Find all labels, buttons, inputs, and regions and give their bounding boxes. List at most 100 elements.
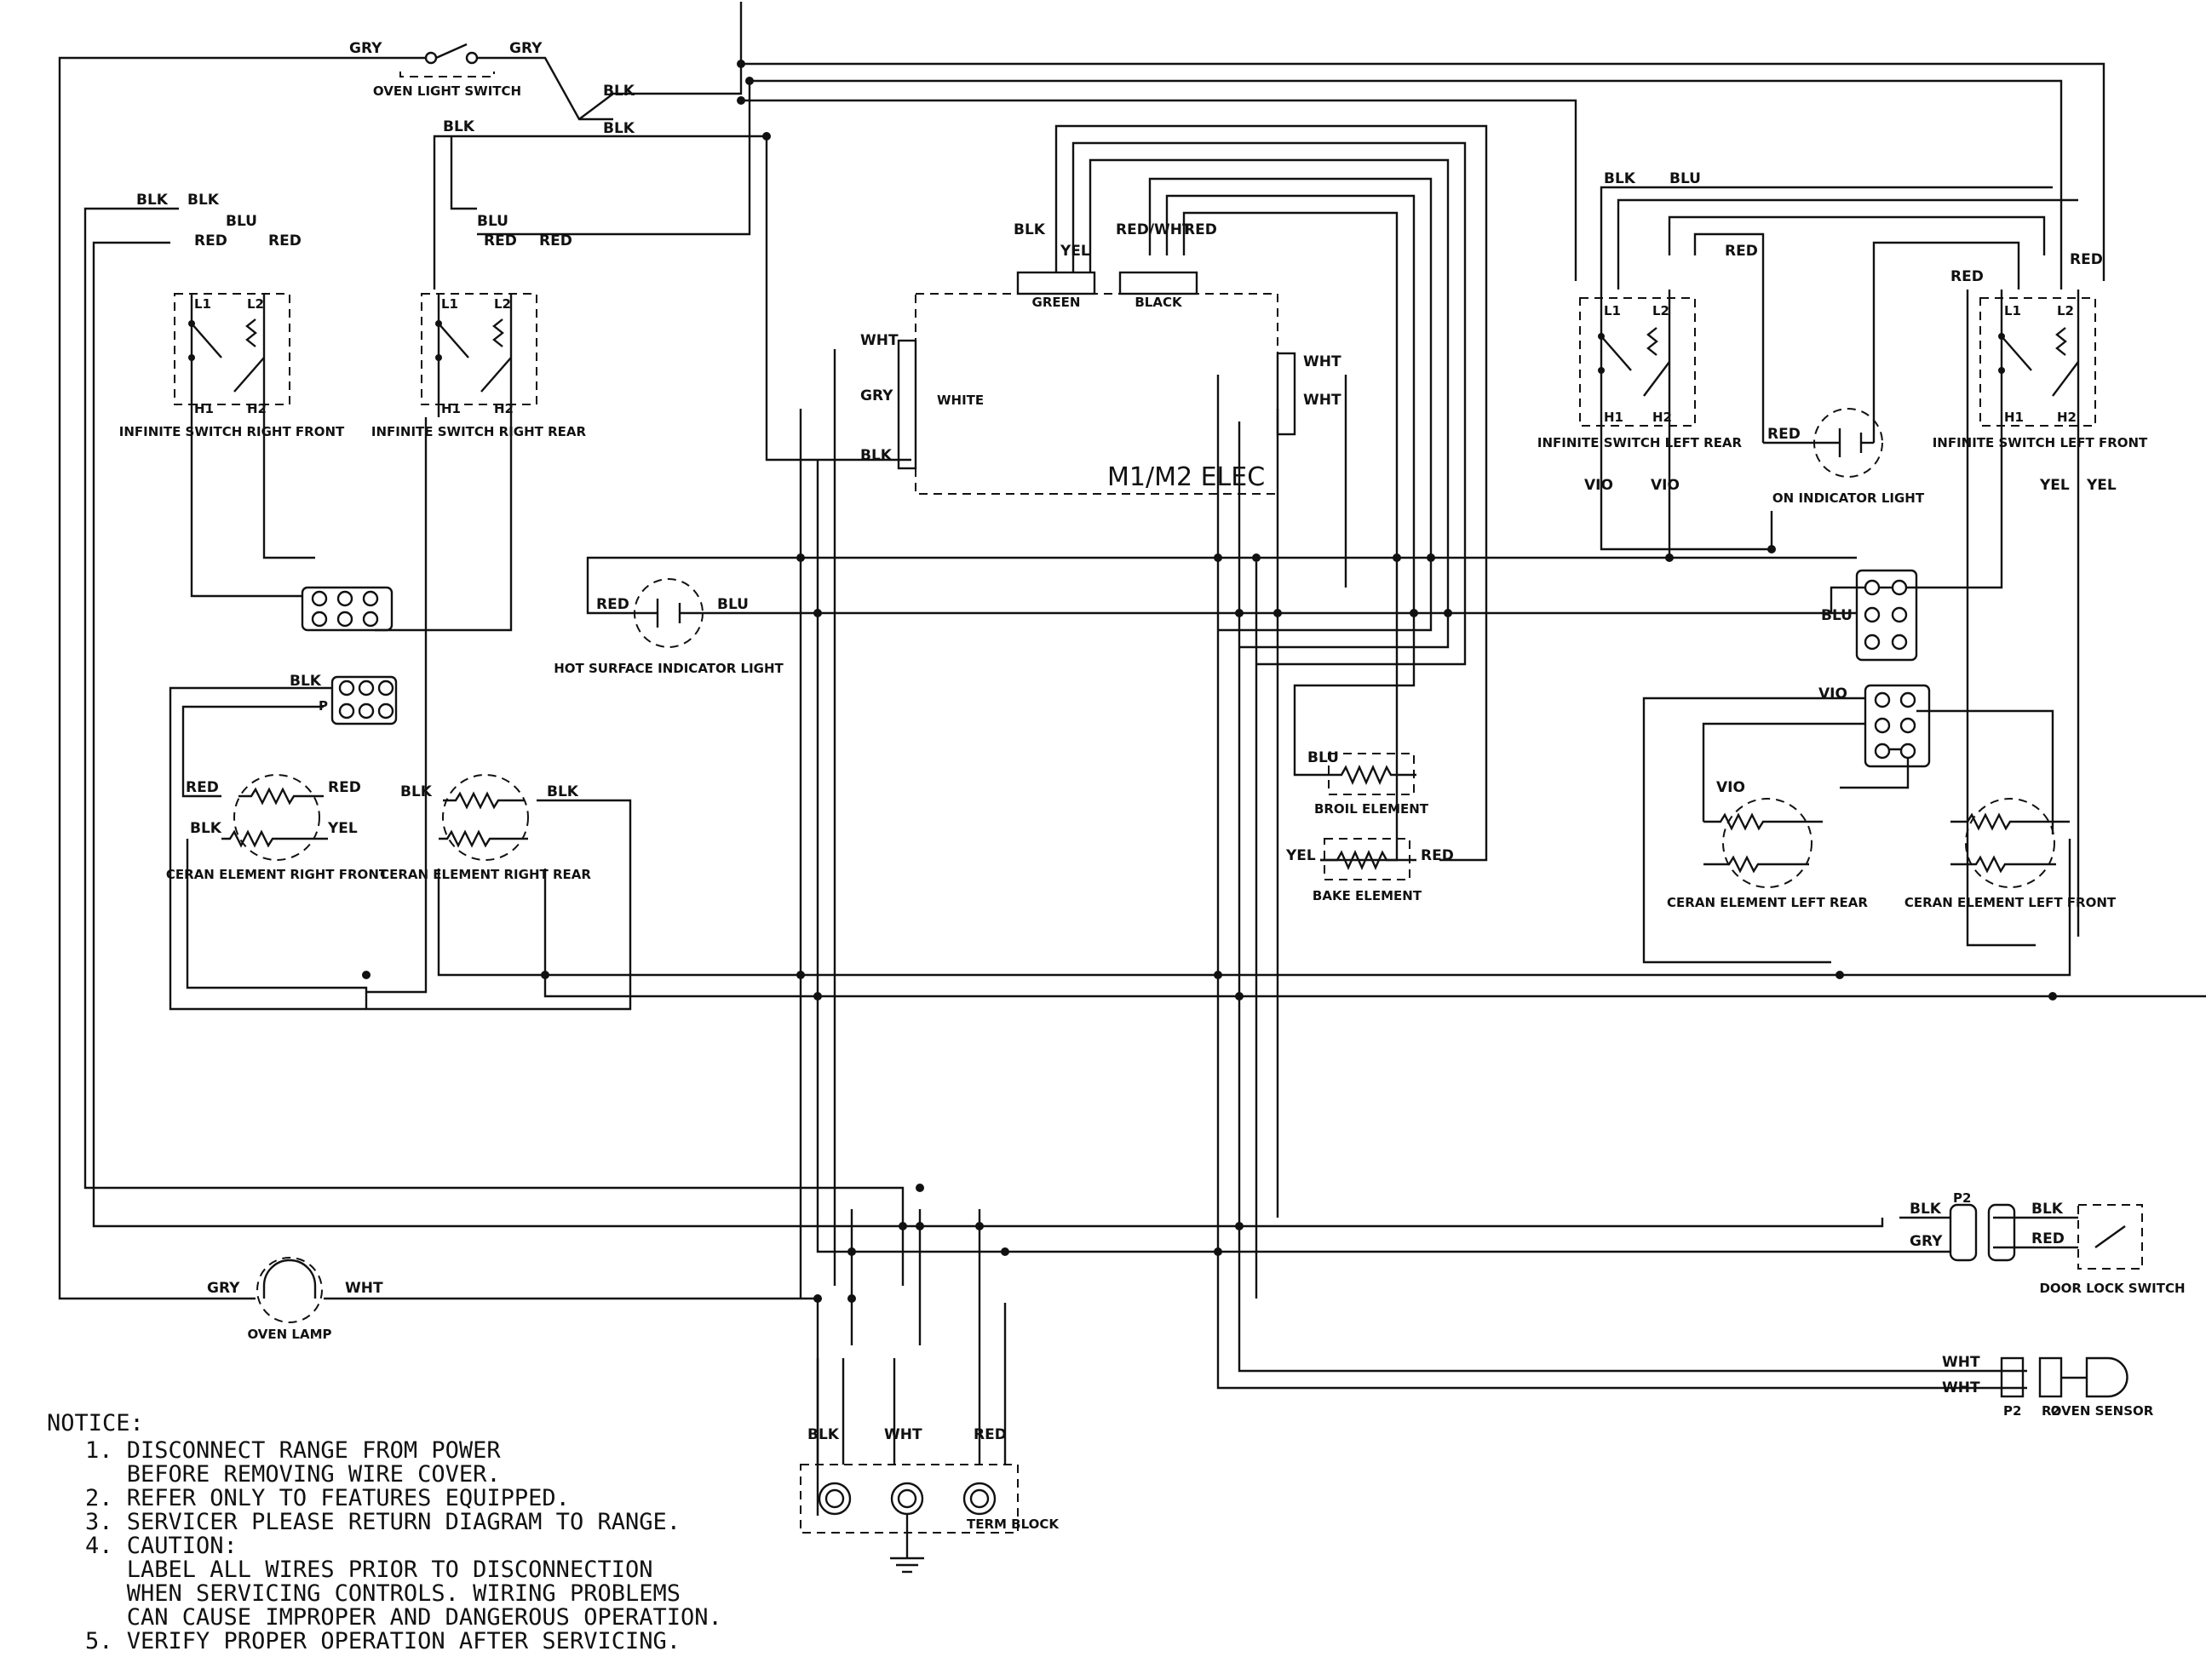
- wire-label-blk: BLK: [2031, 1201, 2064, 1218]
- door-lock-switch-label: DOOR LOCK SWITCH: [2039, 1281, 2185, 1296]
- wire-label-vio: VIO: [1818, 685, 1847, 702]
- control-board: M1/M2 ELEC GREEN BLACK WHITE WHT GRY BLK…: [860, 221, 1341, 495]
- wire-label-wht: WHT: [860, 332, 899, 349]
- oven-light-switch-label: OVEN LIGHT SWITCH: [373, 83, 521, 99]
- on-indicator-light: RED ON INDICATOR LIGHT: [1763, 408, 1925, 506]
- notice-line: 5. VERIFY PROPER OPERATION AFTER SERVICI…: [85, 1628, 681, 1654]
- ceran-element-right-rear: BLK BLK CERAN ELEMENT RIGHT REAR: [380, 774, 591, 882]
- wire-label-red: RED: [1725, 243, 1758, 260]
- ceran-element-right-front: RED RED BLK YEL CERAN ELEMENT RIGHT FRON…: [166, 774, 388, 882]
- green-label: GREEN: [1032, 295, 1081, 310]
- wire-label-red: RED: [2031, 1230, 2065, 1247]
- wire-label-wht: WHT: [1303, 353, 1341, 370]
- infinite-switch-left-front: L1 L2 H1 H2 INFINITE SWITCH LEFT FRONT Y…: [1933, 251, 2148, 494]
- wire-label-red: RED: [1184, 221, 1217, 238]
- h1-label: H1: [1604, 410, 1623, 425]
- h1-label: H1: [2004, 410, 2024, 425]
- wire-label-blk: BLK: [400, 783, 433, 800]
- notice-line: 1. DISCONNECT RANGE FROM POWER: [85, 1437, 501, 1464]
- r2-label: R2: [2042, 1403, 2060, 1419]
- wire-label-wht: WHT: [884, 1426, 922, 1443]
- wire-label-redwht: RED/WHT: [1116, 221, 1192, 238]
- notice-line: 2. REFER ONLY TO FEATURES EQUIPPED.: [85, 1485, 570, 1511]
- wire-label-red: RED: [974, 1426, 1007, 1443]
- l1-label: L1: [1604, 303, 1621, 318]
- wire-label-yel: YEL: [1285, 847, 1316, 864]
- wire-label-blk: BLK: [807, 1426, 840, 1443]
- wire-label-red: RED: [194, 232, 227, 249]
- wire-label-blu: BLU: [1307, 749, 1339, 766]
- p-label: P: [319, 698, 328, 714]
- plug-connector-right-upper: BLU: [1821, 569, 1918, 662]
- wire-label-blk: BLK: [190, 820, 222, 837]
- p2-label: P2: [2003, 1403, 2021, 1419]
- l2-label: L2: [494, 296, 511, 312]
- notice-block: NOTICE: 1. DISCONNECT RANGE FROM POWER B…: [47, 1410, 722, 1654]
- ceran-right-front-label: CERAN ELEMENT RIGHT FRONT: [166, 867, 388, 882]
- wire-label-vio: VIO: [1584, 477, 1613, 494]
- notice-line: 4. CAUTION:: [85, 1533, 238, 1559]
- wire-label-blu: BLU: [1821, 607, 1853, 624]
- broil-element-label: BROIL ELEMENT: [1314, 801, 1429, 817]
- control-label: M1/M2 ELEC: [1107, 462, 1265, 492]
- h2-label: H2: [494, 401, 514, 416]
- wire-label-red: RED: [268, 232, 302, 249]
- l1-label: L1: [194, 296, 211, 312]
- wire-label-blk: BLK: [187, 192, 220, 209]
- ceran-right-rear-label: CERAN ELEMENT RIGHT REAR: [380, 867, 591, 882]
- wire-label-yel: YEL: [1060, 243, 1090, 260]
- l2-label: L2: [247, 296, 264, 312]
- wire-label-red: RED: [1767, 426, 1801, 443]
- term-block-label: TERM BLOCK: [967, 1517, 1060, 1532]
- wire-label-yel: YEL: [2039, 477, 2070, 494]
- wire-label-red: RED: [328, 779, 361, 796]
- l1-label: L1: [2004, 303, 2021, 318]
- wire-label-blu: BLU: [477, 213, 508, 230]
- oven-sensor: WHT WHT P2 R2 OVEN SENSOR: [1942, 1354, 2154, 1419]
- wire-label-red: RED: [186, 779, 219, 796]
- wire-label-wht: WHT: [1942, 1379, 1980, 1396]
- broil-element: BLU BROIL ELEMENT: [1307, 749, 1429, 817]
- notice-line: 3. SERVICER PLEASE RETURN DIAGRAM TO RAN…: [85, 1509, 681, 1535]
- notice-line: CAN CAUSE IMPROPER AND DANGEROUS OPERATI…: [85, 1604, 722, 1631]
- junction-dots: [362, 60, 2057, 1303]
- wire-label-blu: BLU: [226, 213, 257, 230]
- wire-label-gry: GRY: [349, 40, 382, 57]
- infinite-switch-left-front-label: INFINITE SWITCH LEFT FRONT: [1933, 435, 2148, 450]
- p2-label: P2: [1953, 1190, 1971, 1206]
- wire-label-gry: GRY: [1910, 1233, 1943, 1250]
- wire-label-blk: BLK: [136, 192, 169, 209]
- ceran-element-left-front: CERAN ELEMENT LEFT FRONT: [1904, 798, 2117, 910]
- wire-label-blk: BLK: [603, 120, 635, 137]
- wire-label-wht: WHT: [1303, 392, 1341, 409]
- notice-line: BEFORE REMOVING WIRE COVER.: [85, 1461, 501, 1488]
- wire-label-vio: VIO: [1651, 477, 1680, 494]
- wire-label-blu: BLU: [1669, 170, 1701, 187]
- h2-label: H2: [2057, 410, 2077, 425]
- black-label: BLACK: [1135, 295, 1183, 310]
- hot-surface-indicator-label: HOT SURFACE INDICATOR LIGHT: [554, 661, 784, 676]
- terminal-block: TERM BLOCK BLK WHT RED: [800, 1426, 1060, 1574]
- wire-label-blk: BLK: [1910, 1201, 1942, 1218]
- l2-label: L2: [2057, 303, 2074, 318]
- wire-label-wht: WHT: [1942, 1354, 1980, 1371]
- wire-label-gry: GRY: [509, 40, 543, 57]
- notice-heading: NOTICE:: [47, 1410, 144, 1436]
- door-lock-switch: P2 BLK GRY BLK RED DOOR LOCK SWITCH: [1910, 1190, 2186, 1296]
- white-label: WHITE: [937, 393, 984, 408]
- wire-label-yel: YEL: [2086, 477, 2117, 494]
- oven-lamp: GRY WHT OVEN LAMP: [207, 1257, 383, 1342]
- infinite-switch-left-rear: L1 L2 H1 H2 INFINITE SWITCH LEFT REAR VI…: [1537, 170, 1758, 494]
- wire-label-blk: BLK: [1604, 170, 1636, 187]
- wire-label-blk: BLK: [1014, 221, 1046, 238]
- plug-connector-left-upper: [301, 586, 394, 632]
- wire-label-blk: BLK: [603, 83, 635, 100]
- infinite-switch-left-rear-label: INFINITE SWITCH LEFT REAR: [1537, 435, 1743, 450]
- bake-element-label: BAKE ELEMENT: [1313, 888, 1422, 903]
- hot-surface-indicator-light: RED BLU HOT SURFACE INDICATOR LIGHT: [554, 578, 784, 676]
- connector-black: BLACK: [1118, 271, 1198, 310]
- h2-label: H2: [1652, 410, 1672, 425]
- wire-label-red: RED: [1950, 268, 1984, 285]
- wire-label-blk: BLK: [860, 447, 893, 464]
